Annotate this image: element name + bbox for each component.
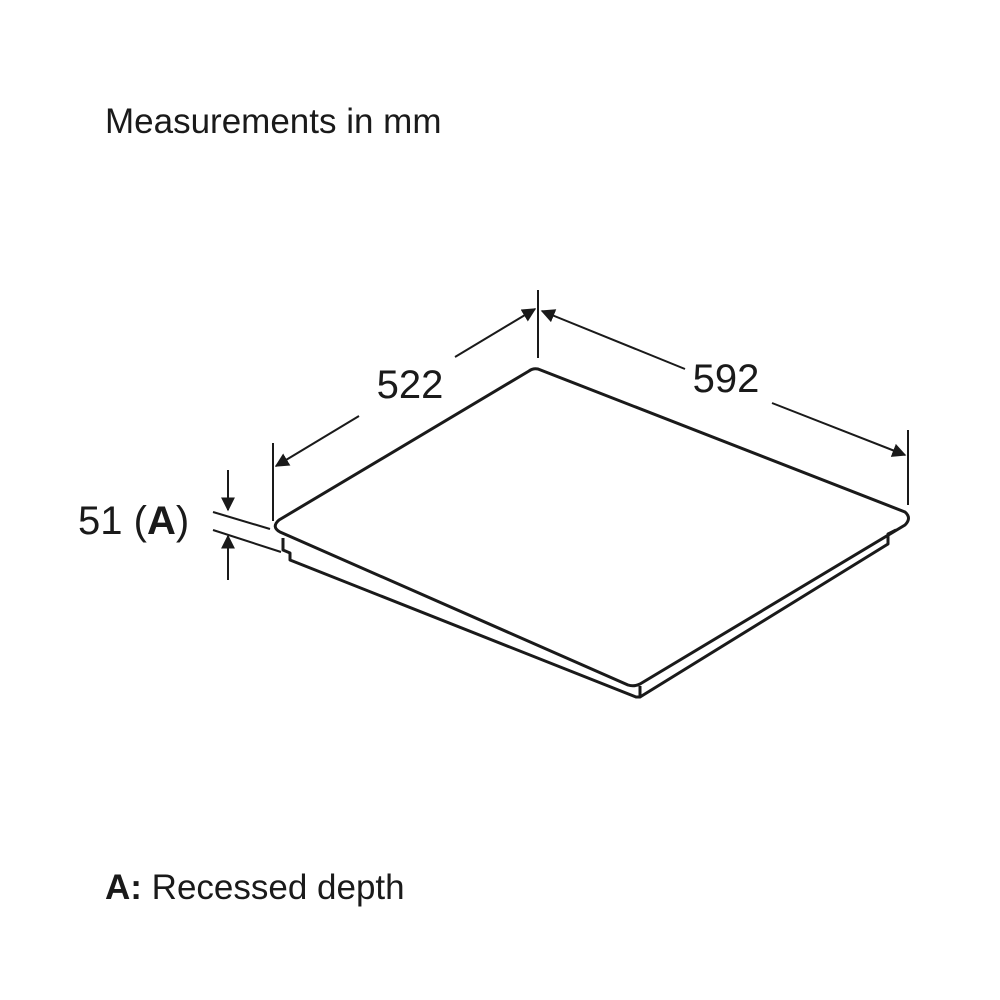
legend-text: Recessed depth — [151, 868, 405, 907]
recess-key-text: A — [147, 499, 176, 543]
depth-dimension-label: 522 — [377, 363, 444, 407]
depth-dimension-line-lower — [274, 415, 360, 467]
hob-recessed-base-right — [639, 528, 897, 699]
depth-dimension-line-upper — [454, 308, 537, 358]
extension-line-top-surface — [212, 511, 271, 530]
width-dimension-line-upper — [540, 309, 686, 370]
hob-top-surface — [273, 367, 910, 688]
width-dimension-label: 592 — [693, 357, 760, 401]
legend: A: Recessed depth — [105, 866, 405, 910]
page-title: Measurements in mm — [105, 102, 442, 141]
recess-value-text: 51 ( — [78, 499, 148, 543]
width-dimension-line-lower — [771, 402, 907, 457]
recess-dimension-label: 51 (A) — [78, 499, 189, 543]
extension-line-base-surface — [212, 529, 282, 553]
legend-key: A: — [105, 868, 142, 907]
recess-close-text: ) — [176, 499, 189, 543]
